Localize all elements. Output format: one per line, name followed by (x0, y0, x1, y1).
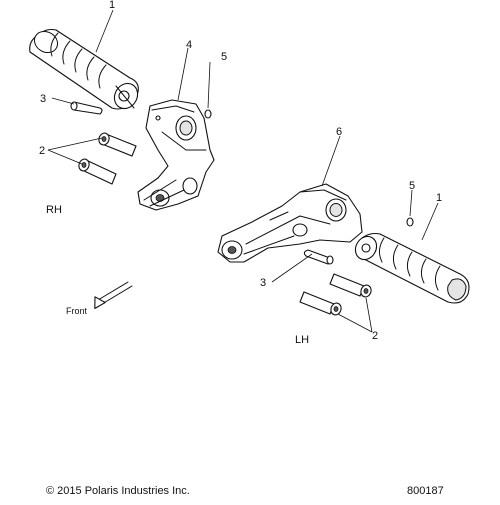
callout-lh-pin: 3 (260, 277, 267, 289)
callout-rh-pin: 3 (40, 93, 47, 105)
diagram-number: 800187 (407, 485, 444, 497)
label-front: Front (66, 306, 88, 316)
callout-lh-clip: 5 (409, 180, 416, 192)
callout-rh-footpeg: 1 (109, 0, 116, 11)
rh-bolt-lower (78, 158, 117, 185)
callout-rh-bracket: 4 (186, 39, 193, 51)
label-lh: LH (295, 334, 310, 346)
rh-clip (204, 109, 212, 119)
callout-lh-bracket: 6 (336, 126, 343, 138)
lh-pin (303, 249, 334, 265)
copyright-text: © 2015 Polaris Industries Inc. (46, 485, 190, 497)
callout-rh-clip: 5 (221, 51, 228, 63)
label-rh: RH (46, 204, 62, 216)
rh-footpeg (29, 28, 139, 110)
callout-lh-bolts: 2 (372, 330, 379, 342)
rh-bracket (137, 99, 215, 211)
lh-footpeg (354, 232, 470, 304)
leader-lines (47, 9, 439, 333)
lh-bolt-lower (299, 291, 342, 316)
rh-pin (70, 101, 103, 115)
lh-bolt-upper (329, 273, 372, 298)
callout-lh-footpeg: 1 (436, 192, 443, 204)
rh-bolt-upper (98, 132, 137, 157)
front-arrow-icon (94, 281, 133, 310)
lh-clip (406, 217, 414, 227)
lh-bracket (217, 183, 363, 263)
callout-rh-bolts: 2 (39, 145, 46, 157)
